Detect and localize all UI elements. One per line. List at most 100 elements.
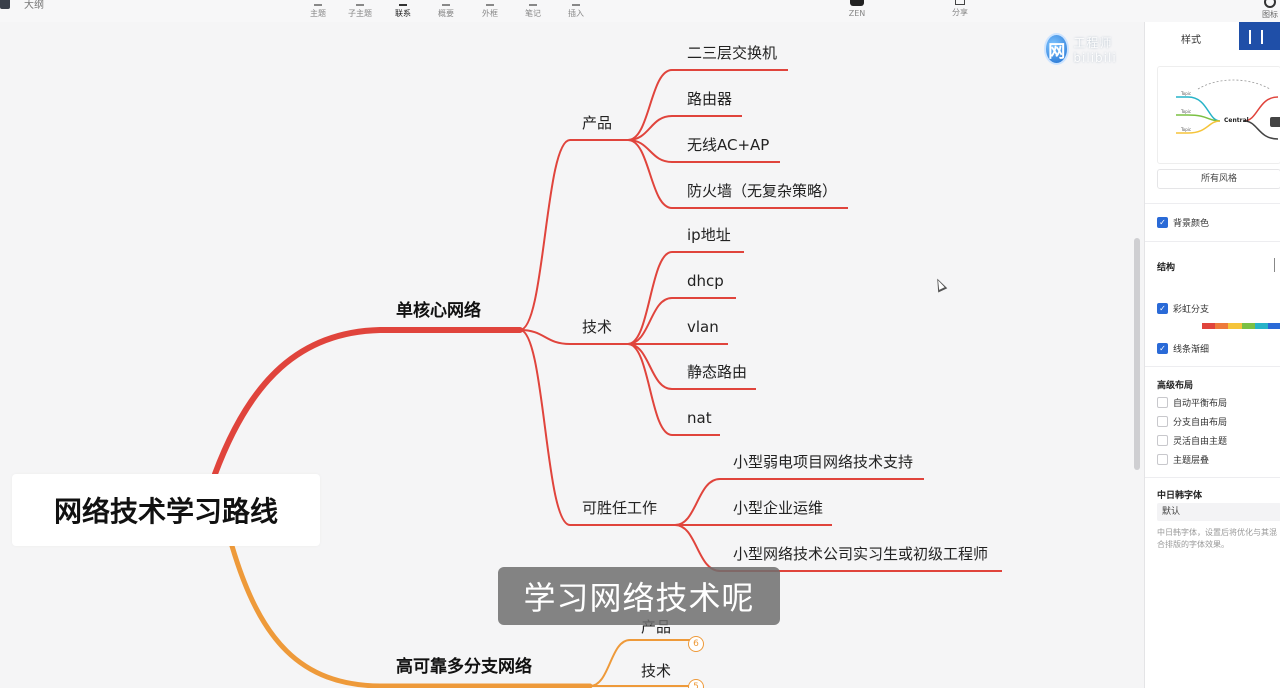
subtopic-icon [356,0,364,6]
branch-free-checkbox[interactable]: 分支自由布局 [1157,415,1227,428]
format-panel: 样式 Topic Topic Topic Central 所有风格 ✓ 背景颜色… [1144,22,1280,688]
topic-vlan[interactable]: vlan [687,318,719,336]
connector-central-branch1 [212,327,523,477]
watermark: 网 工程师 bilibili [1044,32,1140,66]
main-topic-high-reliability-network[interactable]: 高可靠多分支网络 [396,657,532,677]
relationship-button[interactable]: 联系 [383,0,423,22]
style-preview-image [1176,79,1280,140]
insert-button[interactable]: 插入 [556,0,596,22]
rainbow-swatch [1189,323,1203,329]
boundary-icon [486,0,494,6]
divider [1145,241,1280,242]
cjk-font-select[interactable]: 默认 [1157,503,1280,521]
checkbox-unchecked-icon [1157,397,1168,408]
tapered-lines-checkbox[interactable]: ✓ 线条渐细 [1157,342,1209,355]
collapsed-count-badge[interactable]: 6 [688,636,704,652]
structure-dropdown[interactable] [1274,258,1280,272]
topic-overlap-label: 主题层叠 [1173,456,1210,466]
auto-balance-checkbox[interactable]: 自动平衡布局 [1157,396,1227,409]
rainbow-swatch [1254,323,1268,329]
topic-icon [314,0,322,6]
outline-tab[interactable]: 大纲 [0,0,44,12]
insert-label: 插入 [568,9,584,18]
topic-work-2[interactable]: 小型企业运维 [733,499,824,517]
watermark-logo-icon: 网 [1044,33,1070,65]
zen-label: ZEN [848,9,866,18]
toolbar: 大纲 主题 子主题 联系 概要 外框 笔记 插入 ZEN 分享 图标 [0,0,1280,22]
topic-wireless[interactable]: 无线AC+AP [687,136,770,154]
cjk-font-title: 中日韩字体 [1157,491,1203,501]
summary-button[interactable]: 概要 [426,0,466,22]
watermark-text: 工程师 bilibili [1073,35,1117,65]
topic-router[interactable]: 路由器 [687,90,733,108]
rainbow-swatch [1267,323,1280,329]
panel-tabs: 样式 [1145,22,1280,52]
central-topic[interactable]: 网络技术学习路线 [12,474,320,546]
rainbow-swatch [1228,323,1242,329]
boundary-label: 外框 [482,9,498,18]
share-icon [955,0,965,5]
tab-map-icon[interactable] [1239,22,1280,50]
share-label: 分享 [952,8,968,17]
subtopic-button[interactable]: 子主题 [340,0,380,22]
thumb-topic-label: Topic [1181,91,1192,96]
boundary-button[interactable]: 外框 [470,0,510,22]
rainbow-branch-checkbox[interactable]: ✓ 彩虹分支 [1157,302,1209,315]
topic-work-1[interactable]: 小型弱电项目网络技术支持 [733,453,914,471]
notes-icon [529,0,537,6]
subtopic-product[interactable]: 产品 [582,114,613,132]
topic-nat[interactable]: nat [687,409,712,427]
outline-label: 大纲 [24,0,44,11]
checkbox-unchecked-icon [1157,435,1168,446]
summary-label: 概要 [438,9,454,18]
branch-free-label: 分支自由布局 [1173,418,1228,428]
subtopic-label: 子主题 [348,9,372,18]
icon-button-icon[interactable] [1264,0,1276,8]
tapered-lines-label: 线条渐细 [1173,345,1210,355]
subtopic-work[interactable]: 可胜任工作 [582,499,658,517]
notes-button[interactable]: 笔记 [513,0,553,22]
tab-style[interactable]: 样式 [1181,35,1201,46]
canvas-scrollbar[interactable] [1134,238,1140,470]
divider [1145,477,1280,478]
rainbow-color-bar[interactable] [1189,323,1280,329]
topic-dhcp[interactable]: dhcp [687,272,724,290]
connector-central-branch2 [229,543,593,688]
topic-label: 主题 [310,9,326,18]
checkbox-checked-icon: ✓ [1157,303,1168,314]
rainbow-swatch [1241,323,1255,329]
insert-icon [572,0,580,6]
style-thumbnail[interactable]: Topic Topic Topic Central [1157,66,1280,164]
notes-label: 笔记 [525,9,541,18]
bg-color-checkbox[interactable]: ✓ 背景颜色 [1157,216,1209,229]
topic-static-route[interactable]: 静态路由 [687,363,748,381]
rainbow-swatch [1215,323,1229,329]
relationship-icon [399,0,407,6]
subtopic-b2-tech[interactable]: 技术 [641,662,672,680]
outline-icon [0,0,10,9]
video-subtitle: 学习网络技术呢 [498,567,780,625]
all-styles-button[interactable]: 所有风格 [1157,169,1280,189]
summary-icon [442,0,450,6]
cjk-font-hint: 中日韩字体，设置后将优化与其混合排版的字体效果。 [1157,528,1277,549]
zen-button[interactable]: ZEN [837,0,877,22]
structure-title: 结构 [1157,263,1176,273]
icon-button-label: 图标 [1262,10,1278,19]
subtopic-tech[interactable]: 技术 [582,318,613,336]
zen-icon [850,0,864,6]
checkbox-unchecked-icon [1157,416,1168,427]
topic-overlap-checkbox[interactable]: 主题层叠 [1157,453,1209,466]
topic-button[interactable]: 主题 [298,0,338,22]
connector-branch1-product [519,139,628,331]
share-button[interactable]: 分享 [940,0,980,22]
main-topic-single-core-network[interactable]: 单核心网络 [396,301,481,321]
relationship-label: 联系 [395,9,411,18]
topic-work-3[interactable]: 小型网络技术公司实习生或初级工程师 [733,545,989,563]
topic-switch[interactable]: 二三层交换机 [687,44,778,62]
topic-ip-address[interactable]: ip地址 [687,226,731,244]
rainbow-branch-label: 彩虹分支 [1173,305,1210,315]
advanced-layout-title: 高级布局 [1157,381,1194,391]
flexible-topic-checkbox[interactable]: 灵活自由主题 [1157,434,1227,447]
topic-firewall[interactable]: 防火墙（无复杂策略） [687,182,838,200]
collapsed-count-badge[interactable]: 5 [688,679,704,688]
